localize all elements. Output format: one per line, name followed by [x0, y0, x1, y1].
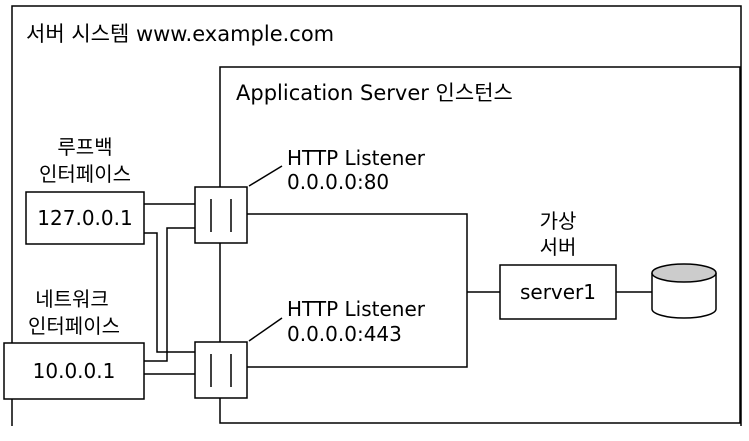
listener-80-address: 0.0.0.0:80	[287, 170, 390, 194]
database-icon	[651, 263, 717, 319]
loopback-label-line2: 인터페이스	[39, 162, 131, 186]
server-system-frame	[11, 5, 742, 426]
loopback-address: 127.0.0.1	[37, 206, 133, 230]
network-address-box	[3, 342, 145, 400]
loopback-label-line1: 루프백	[57, 135, 113, 159]
interface-connections	[144, 203, 195, 375]
instance-box	[219, 66, 741, 424]
virtual-server-box	[499, 264, 617, 320]
virtual-server-name: server1	[519, 280, 597, 304]
loopback-address-box	[25, 191, 145, 245]
listener-port-443	[194, 341, 248, 399]
network-address: 10.0.0.1	[32, 359, 116, 383]
listener-443-address: 0.0.0.0:443	[287, 322, 402, 346]
virtual-server-label-line1: 가상	[539, 209, 577, 233]
listener-80-leader	[248, 165, 283, 187]
listener-to-server-connections	[247, 213, 500, 368]
listener-443-leader	[248, 317, 283, 342]
server-system-title: 서버 시스템 www.example.com	[26, 22, 335, 46]
network-label-line1: 네트워크	[35, 287, 109, 311]
network-label-line2: 인터페이스	[28, 314, 120, 338]
listener-port-80	[194, 186, 248, 244]
listener-443-name: HTTP Listener	[287, 297, 426, 321]
virtual-server-label-line2: 서버	[539, 235, 577, 259]
listener-80-name: HTTP Listener	[287, 146, 426, 170]
instance-title: Application Server 인스턴스	[236, 81, 513, 105]
